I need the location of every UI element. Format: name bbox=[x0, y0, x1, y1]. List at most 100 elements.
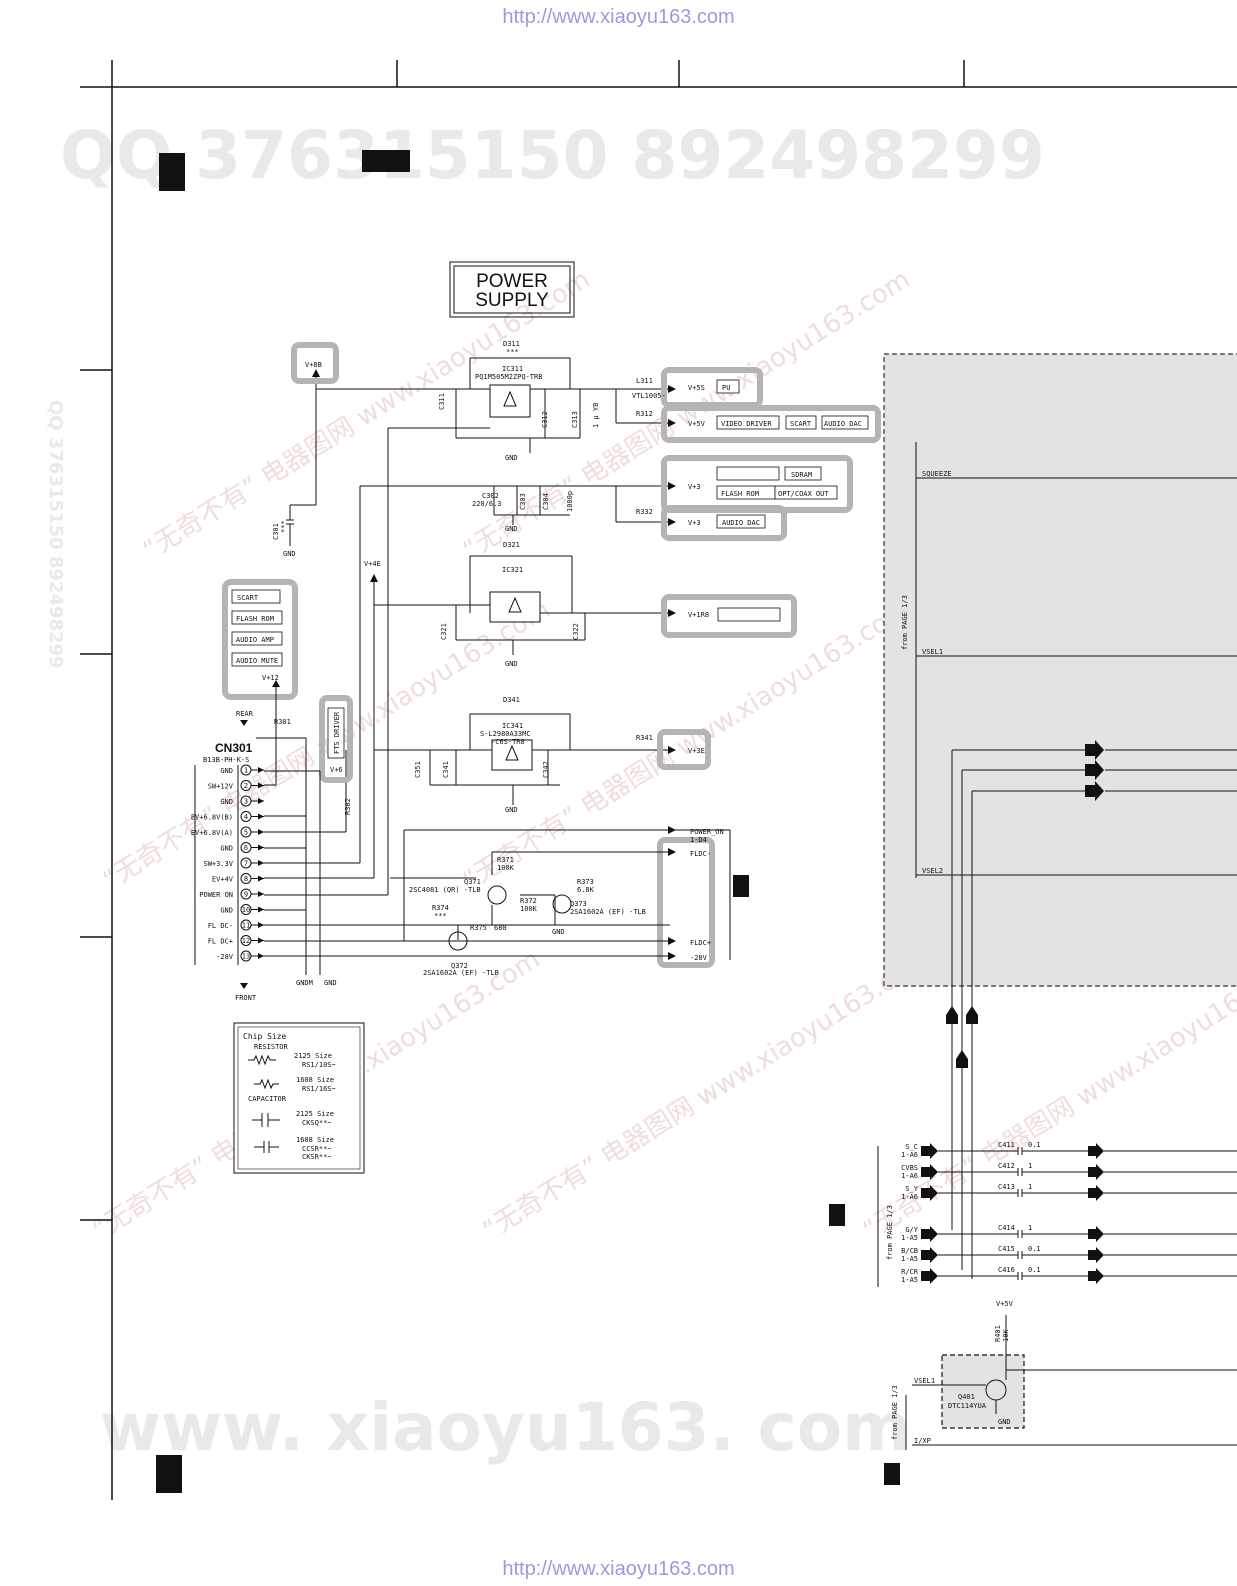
label-power-on-ref: 1-D4 bbox=[690, 836, 707, 844]
label-l311: L311 bbox=[636, 377, 653, 385]
signal-ref: 1-A5 bbox=[901, 1276, 918, 1284]
connector-pin: GND 3 bbox=[220, 795, 264, 807]
legend-r2125-code: RS1/10S~ bbox=[302, 1061, 336, 1069]
highlight-v5v bbox=[661, 405, 881, 443]
power-wires bbox=[286, 357, 670, 895]
label-opt-coax: OPT/COAX OUT bbox=[778, 490, 829, 498]
label-v6: V+6 bbox=[330, 766, 343, 774]
pin-arrow bbox=[258, 891, 264, 897]
signal-arrow-out bbox=[1088, 1164, 1104, 1180]
label-flash-rom: FLASH ROM bbox=[721, 490, 759, 498]
pin-number: 1 bbox=[244, 767, 248, 775]
label-q373-part: 2SA1602A (EF) -TLB bbox=[570, 908, 646, 916]
highlight-v3e bbox=[657, 729, 711, 770]
label-power-on: POWER_ON bbox=[690, 828, 724, 836]
highlight-v1r8 bbox=[661, 594, 797, 638]
label-r371-val: 100K bbox=[497, 864, 515, 872]
ic321-chip bbox=[489, 591, 541, 623]
label-c341: C341 bbox=[442, 761, 450, 778]
zone-marker bbox=[829, 1204, 845, 1226]
pin-number: 3 bbox=[244, 798, 248, 806]
connector-cn301: CN301 B13B-PH-K-S FRONT GNDM GND bbox=[194, 741, 337, 1002]
label-q371-part: 2SC4081 (QR) -TLB bbox=[409, 886, 481, 894]
cap-label: C413 bbox=[998, 1183, 1015, 1191]
label-q401-part: DTC114YUA bbox=[948, 1402, 987, 1410]
label-c302-val: 220/6.3 bbox=[472, 500, 502, 508]
label-r375: R375 bbox=[470, 924, 487, 932]
label-v8b: V+8B bbox=[305, 361, 322, 369]
label-c342: C342 bbox=[542, 761, 550, 778]
legend-c1608-code2: CKSR**~ bbox=[302, 1153, 332, 1161]
right-panel-wires bbox=[915, 442, 1237, 1279]
zone-marker bbox=[884, 1463, 900, 1485]
label-r341: R341 bbox=[636, 734, 653, 742]
label-q371: Q371 bbox=[464, 878, 481, 886]
watermark-url-top: http://www.xiaoyu163.com bbox=[502, 6, 735, 28]
label-front: FRONT bbox=[235, 994, 257, 1002]
dest-boxes bbox=[231, 379, 869, 759]
label-r372: R372 bbox=[520, 897, 537, 905]
right-panel-block bbox=[883, 353, 1237, 987]
pin-number: 2 bbox=[244, 782, 248, 790]
signal-arrow-out bbox=[1088, 1247, 1104, 1263]
highlight-v12-block bbox=[222, 579, 298, 700]
label-r375-val: 680 bbox=[494, 924, 507, 932]
highlight-fl-dc bbox=[657, 837, 715, 968]
pin-number: 4 bbox=[244, 813, 248, 821]
signal-arrow-in bbox=[921, 1164, 938, 1180]
label-c304: C304 bbox=[542, 493, 550, 510]
arrow-28v bbox=[668, 952, 676, 960]
label-v12: V+12 bbox=[262, 674, 279, 682]
label-r302: R302 bbox=[344, 798, 352, 815]
label-q373: Q373 bbox=[570, 900, 587, 908]
arrow-fldc-plus bbox=[668, 937, 676, 945]
pin-number: 9 bbox=[244, 891, 248, 899]
pin-label: GND bbox=[220, 798, 233, 806]
label-r372-val: 100K bbox=[520, 905, 538, 913]
watermark-cn-6: “无奇不有” 电器图网 www.xiaoyu163.com bbox=[478, 944, 936, 1245]
pin-arrow bbox=[258, 922, 264, 928]
signal-name: CVBS bbox=[901, 1164, 918, 1172]
cap-value: 1 bbox=[1028, 1183, 1032, 1191]
label-d311-val: *** bbox=[506, 348, 519, 356]
watermark-side: QQ 376315150 892498299 bbox=[45, 400, 66, 669]
transistor-q373 bbox=[552, 894, 572, 914]
label-r401-val: 10K bbox=[1002, 1329, 1010, 1342]
label-r371: R371 bbox=[497, 856, 514, 864]
label-right-from-page: from PAGE 1/3 bbox=[901, 595, 909, 650]
pin-label: -28V bbox=[216, 953, 234, 961]
legend-resistor: RESISTOR bbox=[254, 1043, 289, 1051]
label-minus28v: -28V bbox=[690, 954, 708, 962]
label-r312: R312 bbox=[636, 410, 653, 418]
label-cn-gnd: GND bbox=[324, 979, 337, 987]
label-c313: C313 bbox=[571, 411, 579, 428]
label-r332: R332 bbox=[636, 508, 653, 516]
cap-value: 1 bbox=[1028, 1162, 1032, 1170]
label-ic341-part2: -C6S-TR8 bbox=[491, 738, 525, 746]
zone-marker bbox=[733, 875, 749, 897]
label-ixp: I/XP bbox=[914, 1437, 931, 1445]
q401-block: V+5V R401 10K VSEL1 Q401 DTC114YUA GND f… bbox=[891, 1300, 1237, 1450]
label-gnd-3: GND bbox=[283, 550, 296, 558]
left-item-audio-amp: AUDIO AMP bbox=[236, 636, 274, 644]
label-q401-v5v: V+5V bbox=[996, 1300, 1014, 1308]
pin-arrow bbox=[258, 782, 264, 789]
watermark-url-bottom: http://www.xiaoyu163.com bbox=[502, 1558, 735, 1580]
chip-size-legend: Chip Size RESISTOR 2125 Size RS1/10S~ 16… bbox=[233, 1022, 365, 1174]
cap-value: 0.1 bbox=[1028, 1266, 1041, 1274]
legend-r1608: 1608 Size bbox=[296, 1076, 334, 1084]
pin-number: 8 bbox=[244, 875, 248, 883]
signal-name: R/CR bbox=[901, 1268, 919, 1276]
pin-label: GND bbox=[220, 907, 233, 915]
transistor-q371 bbox=[487, 885, 507, 905]
legend-c1608: 1608 Size bbox=[296, 1136, 334, 1144]
label-c302: C302 bbox=[482, 492, 499, 500]
signal-name: G/Y bbox=[905, 1226, 918, 1234]
label-v5v: V+5V bbox=[688, 420, 706, 428]
